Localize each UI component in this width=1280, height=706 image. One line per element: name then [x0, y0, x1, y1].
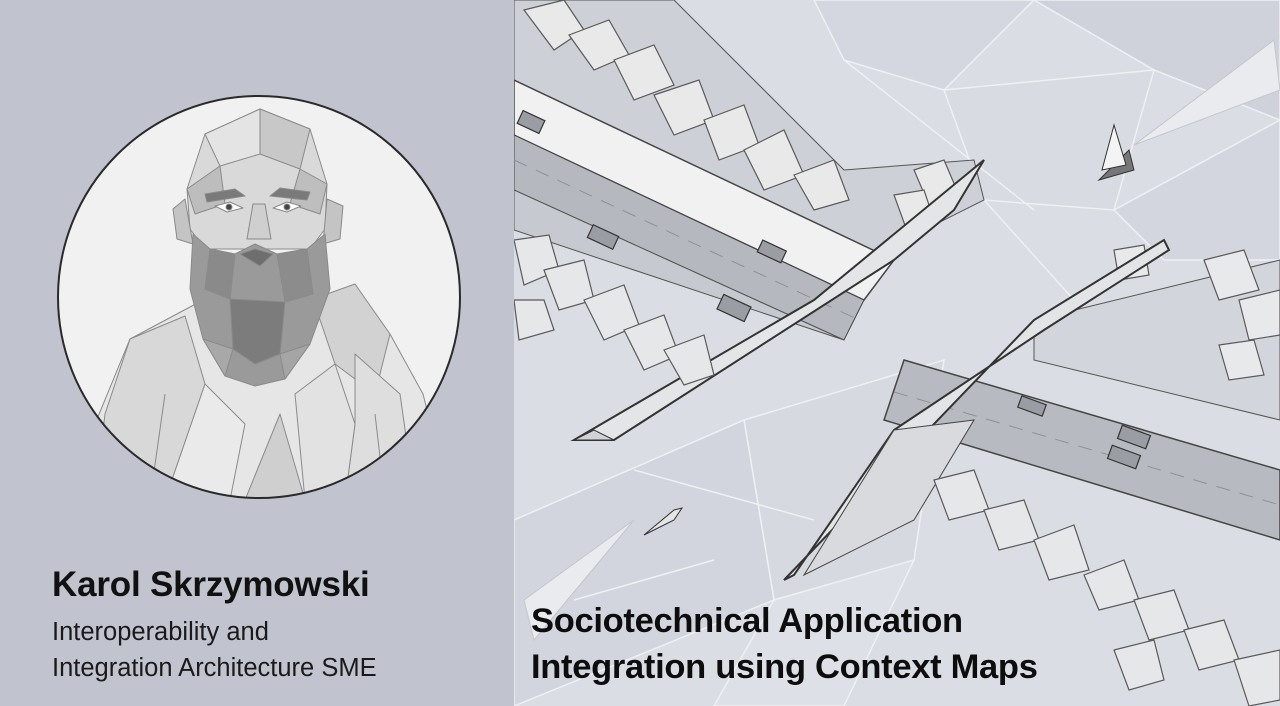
speaker-role-line-1: Interoperability and	[52, 618, 269, 646]
speaker-panel: Karol Skrzymowski Interoperability and I…	[0, 0, 514, 706]
speaker-role: Interoperability and Integration Archite…	[52, 614, 377, 686]
speaker-portrait-icon	[57, 95, 461, 499]
talk-title: Sociotechnical Application Integration u…	[531, 598, 1038, 690]
speaker-name: Karol Skrzymowski	[52, 565, 370, 604]
talk-title-line-2: Integration using Context Maps	[531, 648, 1038, 686]
speaker-role-line-2: Integration Architecture SME	[52, 654, 377, 682]
illustration-panel	[514, 0, 1280, 706]
highway-bridges-illustration-icon	[514, 0, 1280, 706]
talk-title-line-1: Sociotechnical Application	[531, 602, 963, 640]
